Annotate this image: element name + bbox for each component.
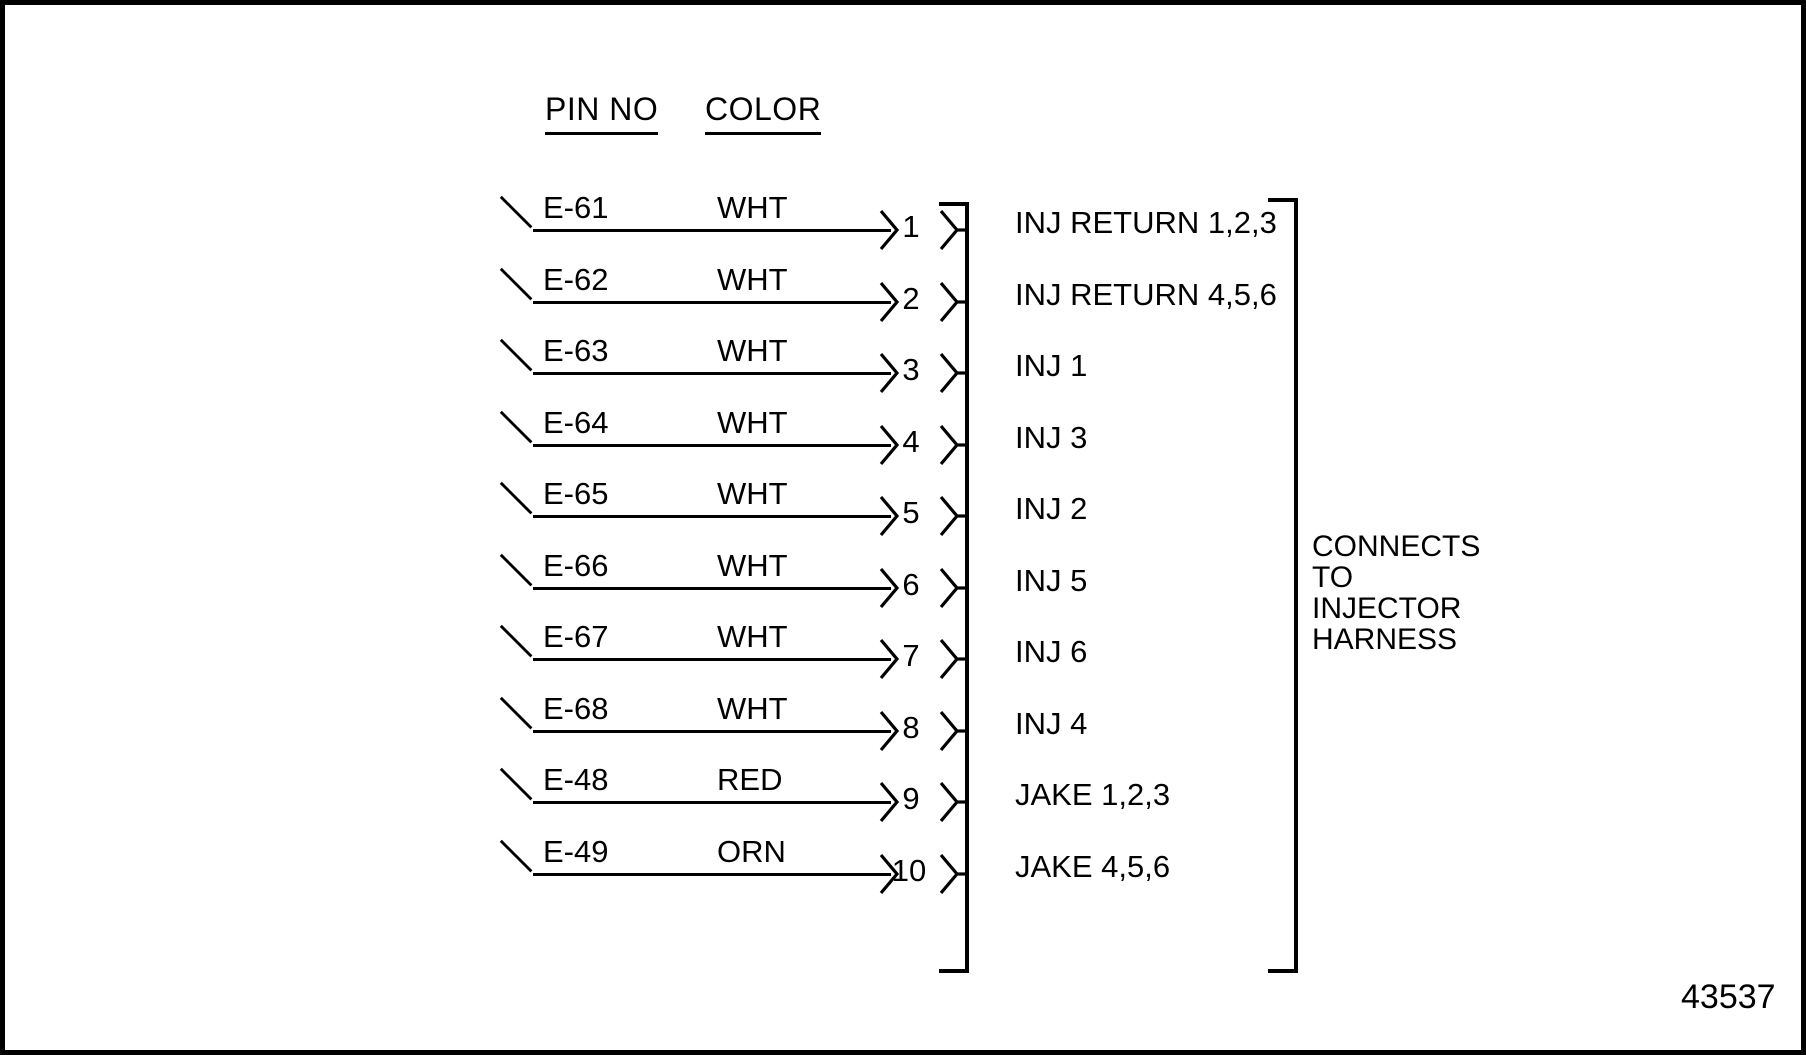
wire-row: E-61 WHT 1 INJ RETURN 1,2,3	[5, 173, 1801, 251]
wire-color-label: WHT	[717, 690, 788, 726]
wire-line	[533, 586, 891, 590]
wire-stub-icon	[499, 624, 533, 658]
wire-row: E-67 WHT 7 INJ 6	[5, 602, 1801, 680]
wire-id-label: E-67	[543, 619, 609, 654]
wire-stub-icon	[499, 267, 533, 300]
drawing-number: 43537	[1681, 978, 1776, 1016]
signal-label: JAKE 4,5,6	[1015, 848, 1171, 884]
wire-line	[533, 229, 891, 232]
signal-label: INJ 1	[1015, 348, 1088, 383]
pin-number: 8	[902, 709, 920, 745]
signal-label: INJ 5	[1015, 562, 1088, 598]
harness-note-line-1: CONNECTS	[1312, 530, 1481, 563]
wire-id-label: E-62	[543, 261, 609, 297]
signal-label: INJ RETURN 1,2,3	[1015, 205, 1277, 240]
wire-line	[533, 729, 891, 733]
wire-color-label: WHT	[717, 476, 788, 511]
wire-row: E-63 WHT 3 INJ 1	[5, 316, 1801, 394]
wire-id-label: E-68	[543, 690, 609, 726]
wire-stub-icon	[499, 338, 533, 372]
wire-row: E-48 RED 9 JAKE 1,2,3	[5, 745, 1801, 823]
signal-label: INJ 3	[1015, 419, 1088, 455]
pin-number: 6	[902, 566, 920, 602]
wire-stub-icon	[499, 410, 533, 443]
wire-row: E-64 WHT 4 INJ 3	[5, 388, 1801, 465]
pin-number: 3	[902, 352, 920, 387]
wire-id-label: E-48	[543, 762, 609, 797]
pin-number: 9	[902, 781, 920, 816]
wire-row: E-62 WHT 2 INJ RETURN 4,5,6	[5, 245, 1801, 322]
wire-id-label: E-61	[543, 190, 609, 225]
wire-line	[533, 443, 891, 447]
pin-number: 7	[902, 638, 920, 673]
signal-label: INJ RETURN 4,5,6	[1015, 276, 1277, 312]
wire-row: E-68 WHT 8 INJ 4	[5, 674, 1801, 751]
signal-label: JAKE 1,2,3	[1015, 777, 1171, 812]
harness-note-line-2: TO	[1312, 561, 1354, 594]
wire-stub-icon	[499, 696, 533, 729]
pin-number: 2	[902, 280, 920, 316]
wire-color-label: WHT	[717, 547, 788, 583]
harness-note: CONNECTS TO INJECTOR HARNESS	[1312, 531, 1480, 655]
wire-line	[533, 658, 891, 661]
harness-note-line-3: INJECTOR	[1312, 592, 1462, 625]
signal-label: INJ 4	[1015, 705, 1088, 741]
wire-color-label: WHT	[717, 404, 788, 440]
wire-row: E-66 WHT 6 INJ 5	[5, 531, 1801, 608]
wire-id-label: E-49	[543, 833, 609, 869]
pin-number: 4	[902, 423, 920, 459]
wire-stub-icon	[499, 767, 533, 801]
wire-color-label: RED	[717, 762, 783, 797]
wire-stub-icon	[499, 553, 533, 586]
wire-line	[533, 515, 891, 518]
wire-line	[533, 300, 891, 304]
pin-number: 1	[902, 209, 920, 244]
wire-row: E-65 WHT 5 INJ 2	[5, 459, 1801, 537]
pin-number: 5	[902, 495, 920, 530]
harness-note-line-4: HARNESS	[1312, 623, 1458, 656]
wire-color-label: WHT	[717, 619, 788, 654]
wire-line	[533, 872, 891, 876]
wire-color-label: WHT	[717, 261, 788, 297]
wire-id-label: E-65	[543, 476, 609, 511]
wire-id-label: E-64	[543, 404, 609, 440]
signal-label: INJ 6	[1015, 634, 1088, 669]
wire-stub-icon	[499, 195, 533, 229]
wire-color-label: WHT	[717, 190, 788, 225]
wire-line	[533, 801, 891, 804]
wire-stub-icon	[499, 481, 533, 515]
column-header-pin-no: PIN NO	[545, 91, 659, 135]
wire-stub-icon	[499, 839, 533, 872]
wire-id-label: E-63	[543, 333, 609, 368]
wire-color-label: ORN	[717, 833, 786, 869]
wire-color-label: WHT	[717, 333, 788, 368]
pin-number: 10	[891, 852, 927, 888]
signal-label: INJ 2	[1015, 491, 1088, 526]
wire-row: E-49 ORN 10 JAKE 4,5,6	[5, 817, 1801, 894]
wire-id-label: E-66	[543, 547, 609, 583]
wire-line	[533, 372, 891, 375]
column-header-color: COLOR	[705, 91, 822, 135]
